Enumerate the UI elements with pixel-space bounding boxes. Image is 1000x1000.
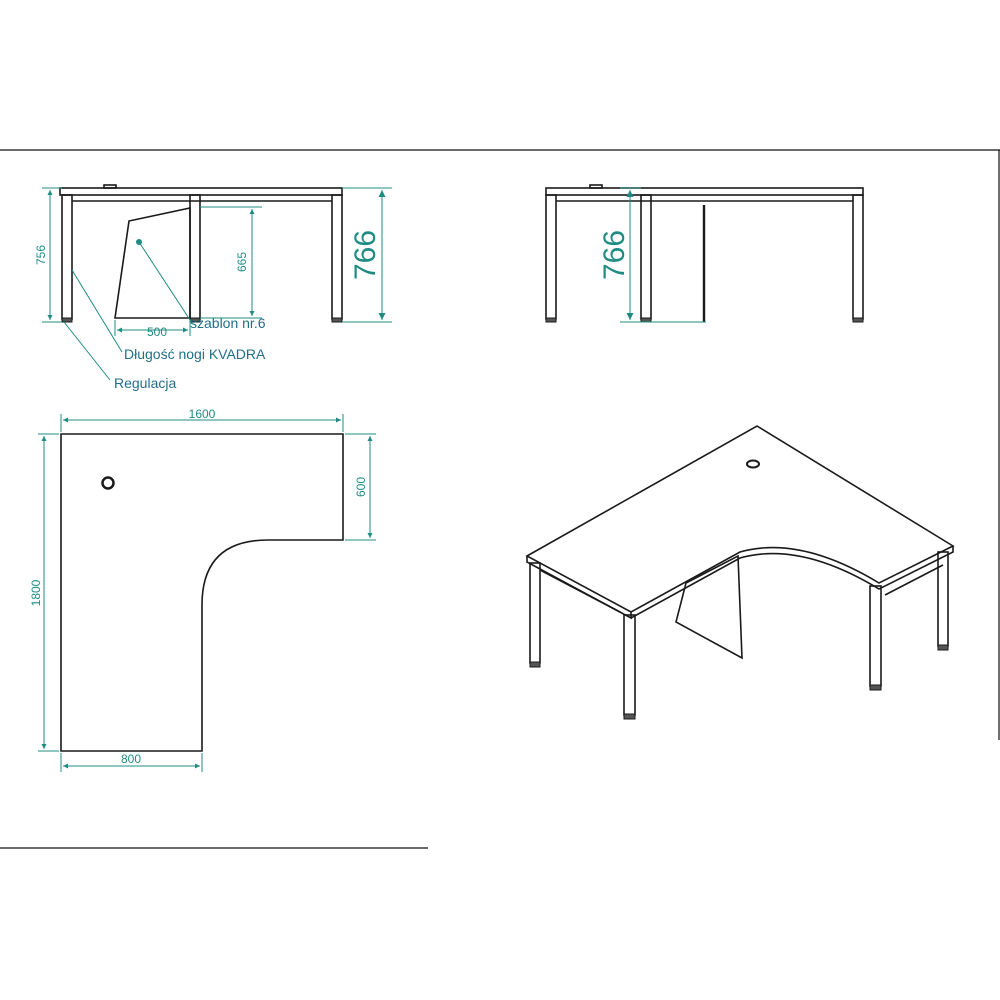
iso-grommet [746, 459, 760, 469]
iso-leg-front [623, 614, 636, 720]
dim-1800-text: 1800 [29, 579, 43, 606]
side-leg-1 [545, 194, 557, 320]
side-leg-3 [852, 194, 864, 320]
label-adjustment: Regulacja [114, 375, 176, 391]
drawing-frame [0, 149, 1000, 849]
dim-766-side-text: 766 [598, 230, 631, 280]
side-desktop-top [545, 187, 864, 196]
label-leg-length: Długość nogi KVADRA [124, 346, 266, 362]
top-view: 1600 800 1800 600 [29, 407, 376, 772]
left-leg [61, 194, 73, 320]
iso-modesty-panel [675, 554, 743, 660]
side-view: 766 [545, 184, 864, 323]
dim-756-text: 756 [34, 245, 48, 265]
side-leg-2 [640, 194, 652, 320]
modesty-panel [114, 207, 191, 319]
grommet-hole [101, 476, 115, 490]
desktop-top [59, 187, 343, 196]
desk-outline-top [60, 433, 344, 752]
dim-766-front-text: 766 [349, 230, 382, 280]
dim-800-text: 800 [121, 752, 141, 766]
front-view: 756 665 500 766 szablon nr.6 Długość nog… [34, 184, 392, 391]
dim-500-text: 500 [147, 325, 167, 339]
dim-665-text: 665 [235, 252, 249, 272]
iso-leg-back-right [937, 551, 949, 651]
dim-1600-text: 1600 [189, 407, 216, 421]
middle-leg [189, 194, 201, 320]
right-leg [331, 194, 343, 320]
iso-desktop-surface [525, 425, 955, 613]
iso-leg-inner [869, 585, 882, 691]
cable-grommet [103, 184, 117, 189]
isometric-view [525, 425, 955, 720]
iso-leg-left [529, 562, 541, 668]
dim-600-text: 600 [354, 477, 368, 497]
label-template: szablon nr.6 [190, 315, 266, 331]
